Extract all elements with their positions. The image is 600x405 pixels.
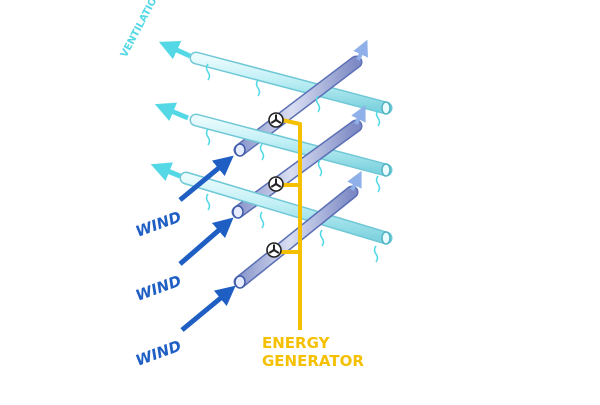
ventilation-arrow-icon: [158, 41, 192, 60]
level-1: [154, 39, 393, 177]
airflow-squiggle-icon: [205, 128, 211, 146]
wind-label: WIND: [133, 208, 183, 241]
ventilation-label: VENTILATION: [119, 0, 164, 59]
turbine-icon: [268, 112, 284, 128]
level-3: [233, 170, 362, 289]
wind-pipe: [233, 185, 359, 289]
airflow-squiggle-icon: [205, 63, 211, 81]
turbine-icon: [268, 176, 284, 192]
airflow-squiggle-icon: [375, 109, 381, 127]
airflow-squiggle-icon: [373, 245, 379, 263]
ventilation-pipe: [189, 51, 393, 115]
exhaust-arrow-icon: [353, 39, 368, 61]
ventilation-arrow-icon: [154, 102, 189, 122]
airflow-squiggle-icon: [315, 95, 321, 113]
airflow-squiggle-icon: [255, 79, 261, 97]
wind-arrow-icon: [180, 285, 236, 332]
airflow-squiggles: [205, 63, 381, 263]
airflow-squiggle-icon: [259, 211, 265, 229]
energy-wiring: [278, 118, 302, 330]
ventilation-pipe: [189, 113, 393, 177]
ventilation-pipe: [179, 171, 393, 245]
energy-generator-label: GENERATOR: [262, 352, 364, 370]
airflow-squiggle-icon: [375, 175, 381, 193]
wind-label: WIND: [133, 272, 183, 305]
airflow-squiggle-icon: [319, 229, 325, 247]
airflow-squiggle-icon: [205, 193, 211, 211]
wind-arrow-icon: [178, 217, 234, 266]
exhaust-arrow-icon: [347, 170, 362, 191]
turbine-icon: [266, 242, 282, 258]
wind-label: WIND: [133, 337, 183, 370]
wind-arrow-icon: [178, 155, 234, 202]
level-2: [150, 104, 393, 245]
exhaust-arrow-icon: [351, 104, 366, 125]
airflow-squiggle-icon: [259, 143, 265, 161]
energy-generator-label: ENERGY: [262, 334, 331, 352]
ventilation-arrow-icon: [150, 162, 181, 181]
wind-arrows: [178, 155, 236, 332]
airflow-squiggle-icon: [317, 159, 323, 177]
